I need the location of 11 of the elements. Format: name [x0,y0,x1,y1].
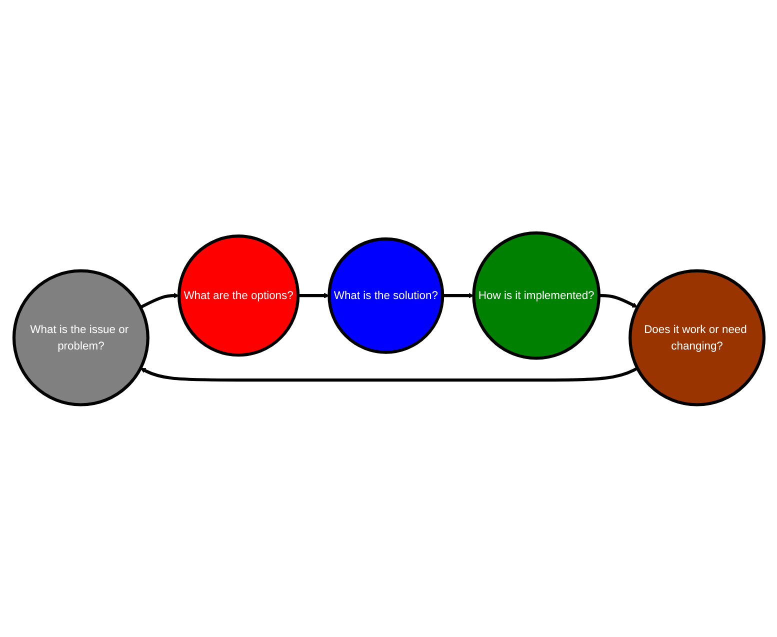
arrow [140,366,638,382]
node-circle [628,268,766,406]
arrow [442,292,474,298]
node-circle [176,234,300,356]
node-circle [472,231,600,360]
arrow [298,292,329,298]
node-circle [12,268,149,406]
cycle-diagram: What is the issue or problem? What are the options? What is the solution? How is it implemented? Does it work or need changing? [8,228,768,410]
arrow [139,292,179,308]
arrow [598,294,638,308]
node-circle [327,236,444,354]
